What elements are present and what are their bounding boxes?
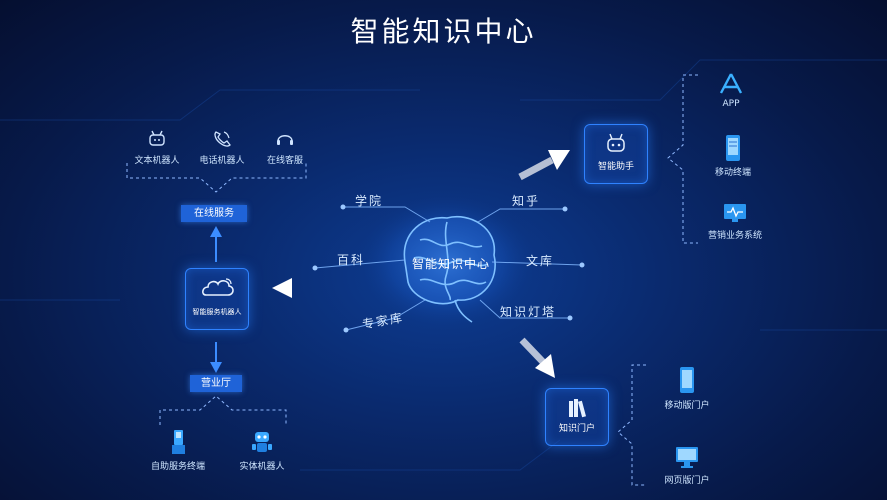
branch-xueyuan: 学院 [355,194,384,208]
mobile-portal-label: 移动版门户 [664,401,710,411]
headset-icon [277,135,293,145]
arrow-up-right [518,150,570,181]
phone-robot-label: 电话机器人 [199,156,245,166]
monitor-icon [676,447,698,468]
branch-wenku: 文库 [526,254,555,268]
physical-robot-label: 实体机器人 [239,462,285,472]
knowledge-portal-label: 知识门户 [558,424,595,434]
arrow-left [272,278,330,298]
kiosk-icon [172,430,185,454]
mobile-icon [680,367,694,393]
page-title: 智能知识中心 [350,15,537,48]
web-portal-item: 网页版门户 [652,446,722,486]
branch-baike: 百科 [337,253,366,267]
text-robot-label: 文本机器人 [134,156,180,166]
robot-icon [252,432,272,452]
marketing-system-item: 营销业务系统 [698,203,772,241]
cloud-icon [202,278,234,296]
books-icon [569,399,587,418]
robot-icon [149,130,165,146]
smart-assistant-box[interactable]: 智能助手 [584,124,648,184]
monitor-icon [724,204,746,222]
text-robot-item: 文本机器人 [122,130,192,166]
branch-dengta: 知识灯塔 [500,305,557,319]
knowledge-portal-box[interactable]: 知识门户 [545,388,609,446]
online-service-tag: 在线服务 [181,205,247,222]
brain-icon [403,216,496,323]
self-service-terminal-item: 自助服务终端 [143,428,213,472]
self-service-terminal-label: 自助服务终端 [150,462,205,472]
mobile-icon [726,135,740,161]
smart-service-robot-label: 智能服务机器人 [192,308,242,316]
robot-icon [607,133,625,152]
web-portal-label: 网页版门户 [664,476,710,486]
smart-service-robot-box[interactable]: 智能服务机器人 [185,268,249,330]
mobile-portal-item: 移动版门户 [652,366,722,411]
smart-assistant-label: 智能助手 [597,162,634,172]
arrow-up-blue [210,226,222,262]
marketing-system-label: 营销业务系统 [707,231,762,241]
business-hall-tag: 营业厅 [190,375,242,392]
arrow-down-blue [210,342,222,373]
hub-label: 智能知识中心 [412,257,491,271]
online-service-item: 在线客服 [250,130,320,166]
physical-robot-item: 实体机器人 [227,428,297,472]
phone-icon [214,131,231,147]
arrow-down-right [519,337,555,378]
online-service-label: 在线客服 [266,156,303,166]
branch-zhihu: 知乎 [512,194,541,208]
app-label: APP [722,99,740,109]
brain-glow [352,190,542,334]
phone-robot-item: 电话机器人 [187,130,257,166]
mobile-terminal-item: 移动终端 [700,134,766,178]
mobile-terminal-label: 移动终端 [714,168,751,178]
app-item: APP [698,72,764,109]
app-store-icon [719,73,743,94]
